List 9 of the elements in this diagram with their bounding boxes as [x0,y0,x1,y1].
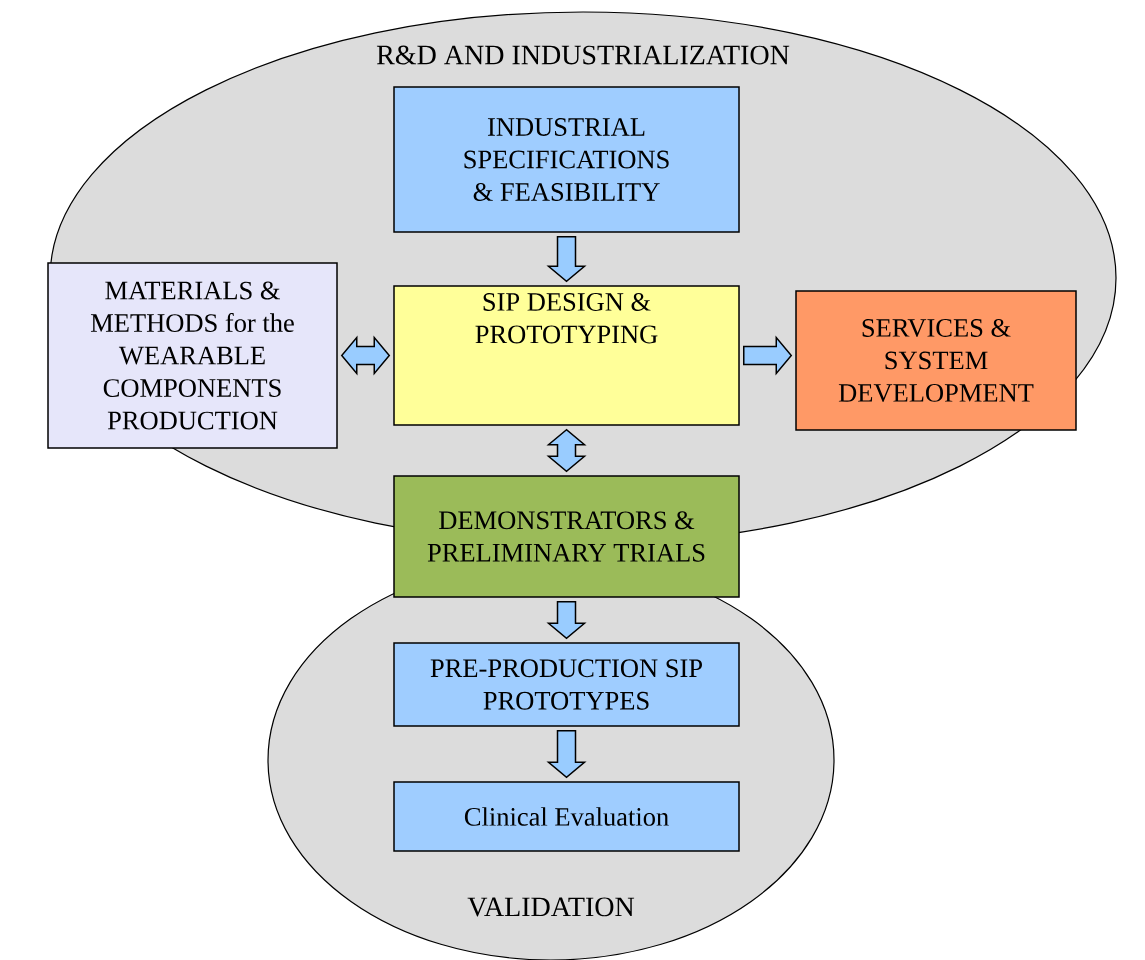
process-box: DEMONSTRATORS & PRELIMINARY TRIALS [393,475,740,598]
process-box: Clinical Evaluation [393,781,740,852]
block-arrow [743,335,793,376]
process-box: INDUSTRIAL SPECIFICATIONS & FEASIBILITY [393,86,740,233]
block-arrow [546,601,587,640]
block-arrow [546,730,587,779]
block-arrow [546,236,587,283]
process-box: PRE-PRODUCTION SIP PROTOTYPES [393,642,740,727]
process-box: SIP DESIGN & PROTOTYPING [393,285,740,426]
